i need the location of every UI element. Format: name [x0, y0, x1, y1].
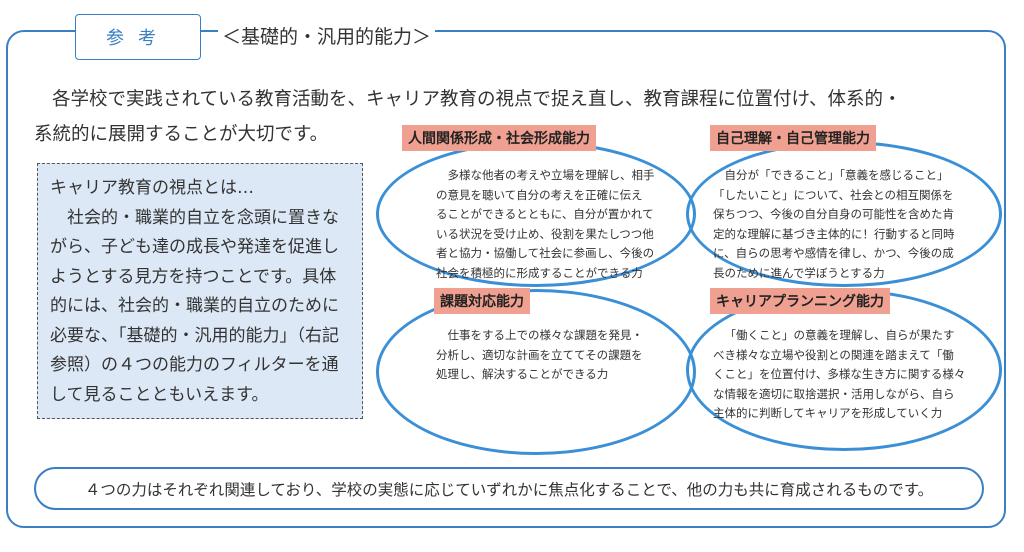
text-line: 自分が「できること」「意義を感じること」 — [724, 168, 949, 182]
text-line: 「したいこと」について、社会との相互関係を — [713, 187, 954, 202]
reference-tab: 参考 — [75, 14, 201, 60]
text-line: の意見を聴いて自分の考えを正確に伝え — [436, 187, 643, 202]
text-line: べき様々な立場や役割との関連を踏まえて「働 — [713, 347, 954, 362]
text-line: 者と協力・協働して社会に参画し、今後の — [436, 246, 655, 260]
box-body: 社会的・職業的自立を念頭に置きながら、子ども達の成長や発達を促進しようとする見方… — [50, 207, 339, 405]
text-line: 主体的に判断してキャリアを形成していく力 — [713, 406, 943, 420]
section-heading: ＜基礎的・汎用的能力＞ — [218, 22, 436, 49]
text-self-understanding: 自分が「できること」「意義を感じること」 「したいこと」について、社会との相互関… — [713, 166, 955, 283]
text-line: ることができるとともに、自分が置かれて — [436, 207, 654, 221]
text-line: 「働くこと」の意義を理解し、自らが果たす — [724, 328, 955, 342]
footer-note: ４つの力はそれぞれ関連しており、学校の実態に応じていずれかに焦点化することで、他… — [34, 467, 984, 510]
text-line: な情報を適切に取捨選択・活用しながら、自ら — [713, 386, 955, 401]
text-line: くこと」を位置付け、多様な生き方に関する様々 — [713, 367, 966, 381]
text-line: 分析し、適切な計画を立ててその課題を — [436, 347, 643, 362]
career-viewpoint-box: キャリア教育の視点とは… 社会的・職業的自立を念頭に置きながら、子ども達の成長や… — [37, 163, 363, 419]
text-human-relations: 多様な他者の考えや立場を理解し、相手 の意見を聴いて自分の考えを正確に伝え るこ… — [436, 166, 655, 283]
intro-line: 系統的に展開することが大切です。 — [34, 124, 329, 145]
text-line: いる状況を受け止め、役割を果たしつつ他 — [436, 226, 654, 241]
text-line: 長のために進んで学ぼうとする力 — [713, 265, 885, 280]
box-title: キャリア教育の視点とは… — [50, 178, 254, 198]
text-line: 処理し、解決することができる力 — [436, 367, 609, 381]
text-line: 保ちつつ、今後の自分自身の可能性を含めた肯 — [713, 207, 955, 221]
label-problem-solving: 課題対応能力 — [434, 288, 530, 314]
label-human-relations: 人間関係形成・社会形成能力 — [402, 125, 596, 151]
intro-paragraph: 各学校で実践されている教育活動を、キャリア教育の視点で捉え直し、教育課程に位置付… — [34, 82, 994, 152]
text-line: 多様な他者の考えや立場を理解し、相手 — [447, 168, 655, 182]
reference-frame — [6, 30, 1006, 528]
label-self-understanding: 自己理解・自己管理能力 — [710, 125, 876, 151]
text-problem-solving: 仕事をする上での様々な課題を発見・ 分析し、適切な計画を立ててその課題を 処理し… — [436, 326, 643, 385]
label-career-planning: キャリアプランニング能力 — [710, 288, 890, 314]
intro-line: 各学校で実践されている教育活動を、キャリア教育の視点で捉え直し、教育課程に位置付… — [52, 89, 902, 110]
text-line: 仕事をする上での様々な課題を発見・ — [447, 328, 644, 342]
text-career-planning: 「働くこと」の意義を理解し、自らが果たす べき様々な立場や役割との関連を踏まえて… — [713, 326, 965, 424]
footer-text: ４つの力はそれぞれ関連しており、学校の実態に応じていずれかに焦点化することで、他… — [84, 480, 934, 499]
text-line: 定的な理解に基づき主体的に！行動すると同時 — [713, 226, 955, 241]
text-line: 社会を積極的に形成することができる力 — [436, 265, 643, 280]
text-line: に、自らの思考や感情を律し、かつ、今後の成 — [713, 246, 954, 260]
